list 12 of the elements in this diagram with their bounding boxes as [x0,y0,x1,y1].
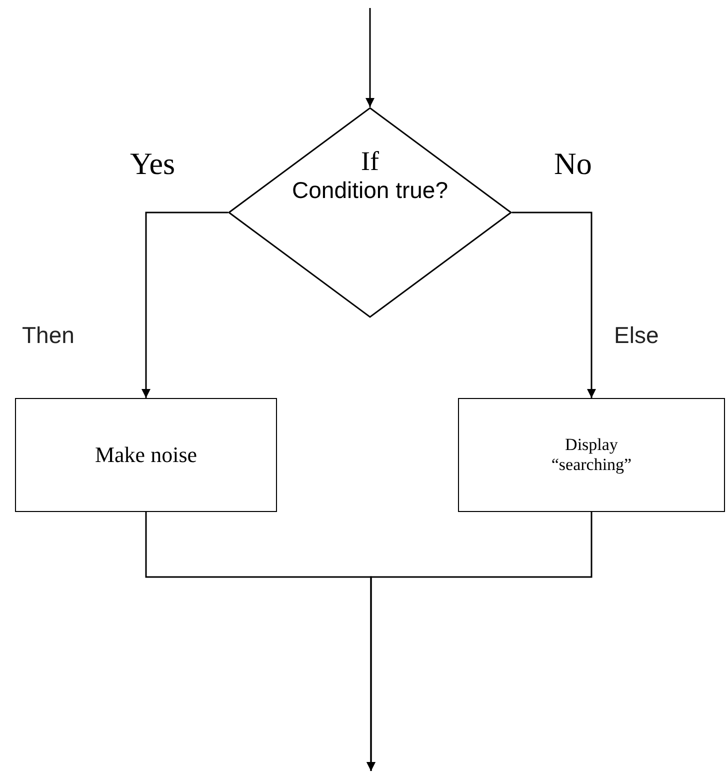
branch-label: No [554,146,592,182]
keyword: If [361,145,379,178]
arrow [366,512,592,771]
branch-label: Yes [130,146,176,182]
node-text: Condition true? [291,177,449,205]
process-box [458,398,725,512]
node-text: Make noise [94,442,198,468]
arrow [512,212,596,398]
process-box [15,398,277,512]
arrow [142,212,228,398]
node-text: Display “searching” [550,434,633,476]
arrow [366,8,374,107]
